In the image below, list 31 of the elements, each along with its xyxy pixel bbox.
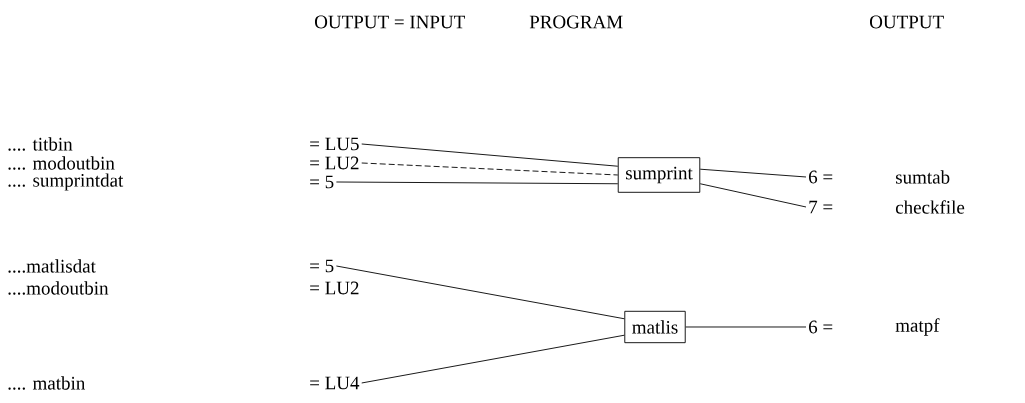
connector-line [685,326,807,328]
file-name: .... matbin [8,376,86,390]
program-box: matlis [624,310,686,344]
file-name: matpf [895,318,940,336]
unit-text: = LU4 [310,376,360,390]
connector-line [361,143,619,167]
unit-text: 6 = [809,170,833,184]
connector-line [699,183,807,208]
file-name: .... titbin [8,137,73,151]
unit-text: 6 = [809,320,833,334]
connector-line [361,334,625,384]
file-name: = LU2 [310,281,359,295]
program-box: sumprint [617,157,701,193]
file-name: checkfile [895,200,965,214]
unit-text: = 5 [310,175,334,189]
column-heading: OUTPUT = INPUT [315,15,465,29]
file-name: ....matlisdat [8,259,96,273]
file-name: .... sumprintdat [8,173,124,191]
unit-text: 7 = [809,200,833,214]
file-name: .... modoutbin [8,156,115,170]
file-name: ....modoutbin [8,281,109,295]
connector-line [335,181,619,185]
file-name: sumtab [896,170,950,184]
unit-text: = 5 [310,259,334,273]
connector-line [335,265,625,320]
connector-line [361,162,619,176]
unit-text: = LU5 [310,137,359,151]
unit-text: = LU2 [310,156,359,170]
column-heading: PROGRAM [529,15,623,29]
connector-line [699,168,807,178]
column-heading: OUTPUT [870,15,944,29]
